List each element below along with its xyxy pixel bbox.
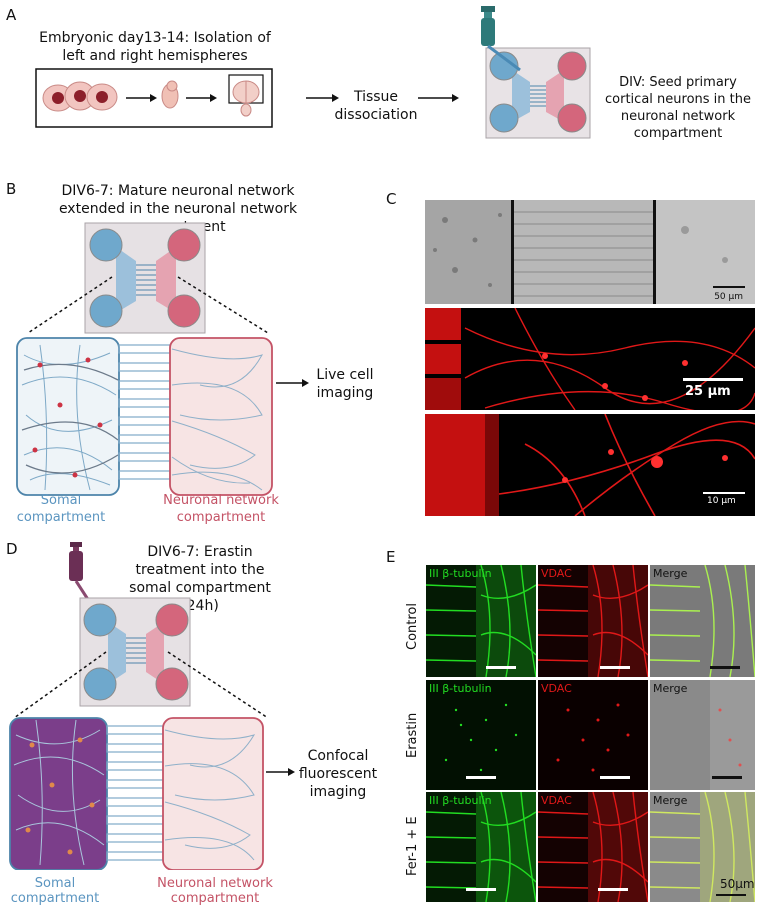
fluorescent-image-25: 25 µm <box>425 308 755 410</box>
panel-b-letter: B <box>6 180 17 198</box>
brain-icon <box>228 74 264 117</box>
control-merge-image: Merge <box>650 565 755 677</box>
somal-compartment-label-d: Somal compartment <box>10 876 100 906</box>
fer1-vdac-label: VDAC <box>541 794 572 807</box>
fluorescent-image-10: 10 µm <box>425 414 755 516</box>
scale-label-50um: 50µm <box>720 877 755 891</box>
panel-d-letter: D <box>6 540 18 558</box>
fer1-vdac-image: VDAC <box>538 792 648 902</box>
somal-compartment-label-b: Somal compartment <box>16 493 106 525</box>
erastin-merge-image: Merge <box>650 680 755 790</box>
tissue-dissociation-label: Tissue dissociation <box>334 89 418 123</box>
control-merge-label: Merge <box>653 567 688 580</box>
panel-d-title: DIV6-7: Erastin treatment into the somal… <box>129 544 271 614</box>
seed-neurons-label: DIV: Seed primary cortical neurons in th… <box>605 75 751 141</box>
erastin-vdac-label: VDAC <box>541 682 572 695</box>
control-vdac-image: VDAC <box>538 565 648 677</box>
network-compartment-label-d: Neuronal network compartment <box>157 876 273 906</box>
panel-d-graphic <box>9 542 295 870</box>
scale-label-25: 25 µm <box>685 384 731 399</box>
scale-label-10: 10 µm <box>707 496 736 506</box>
panel-c-letter: C <box>386 190 397 208</box>
panel-a-title: Embryonic day13-14: Isolation of left an… <box>39 30 271 64</box>
network-compartment-label-b: Neuronal network compartment <box>163 493 279 525</box>
live-cell-imaging-label: Live cell imaging <box>316 367 374 401</box>
fer1-tubulin-label: III β-tubulin <box>429 794 492 807</box>
row-label-erastin: Erastin <box>405 712 420 758</box>
scale-label-50: 50 µm <box>714 292 743 302</box>
erastin-vdac-image: VDAC <box>538 680 648 790</box>
control-tubulin-label: III β-tubulin <box>429 567 492 580</box>
embryo-icon <box>161 80 179 109</box>
control-vdac-label: VDAC <box>541 567 572 580</box>
fer1-tubulin-image: III β-tubulin <box>426 792 536 902</box>
panel-b-graphic <box>16 222 309 496</box>
erastin-tubulin-label: III β-tubulin <box>429 682 492 695</box>
brightfield-image: 50 µm <box>425 200 755 304</box>
panel-e-letter: E <box>386 548 396 566</box>
row-label-control: Control <box>405 603 420 650</box>
microfluidic-device-icon <box>485 47 591 139</box>
panel-a-graphic <box>35 6 591 139</box>
panel-a-letter: A <box>6 6 17 24</box>
pipette-icon <box>481 6 521 72</box>
uterus-icon <box>42 81 118 112</box>
fer1-merge-label: Merge <box>653 794 688 807</box>
row-label-fer1: Fer-1 + E <box>405 816 420 876</box>
erastin-merge-label: Merge <box>653 682 688 695</box>
control-tubulin-image: III β-tubulin <box>426 565 536 677</box>
fer1-merge-image: Merge 50µm <box>650 792 755 902</box>
erastin-tubulin-image: III β-tubulin <box>426 680 536 790</box>
confocal-imaging-label: Confocal fluorescent imaging <box>298 748 378 800</box>
